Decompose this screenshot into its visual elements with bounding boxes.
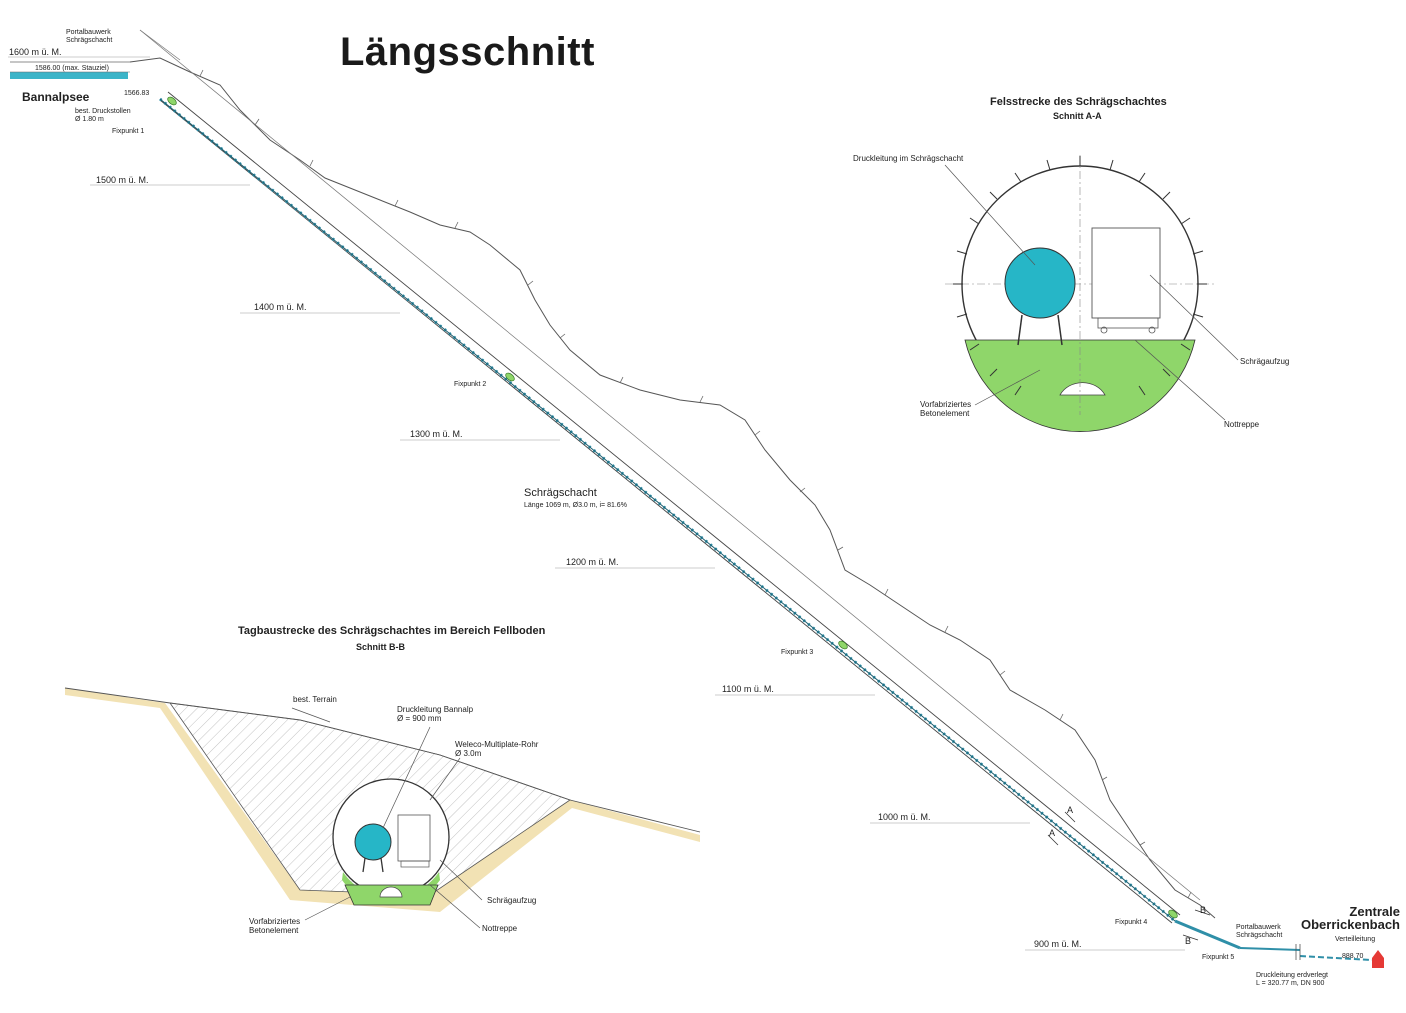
section-bb-pipe-label: Druckleitung Bannalp Ø = 900 mm — [397, 705, 473, 723]
section-mark-b-lower: B — [1185, 936, 1192, 946]
section-bb-tube-label: Weleco-Multiplate-Rohr Ø 3.0m — [455, 740, 538, 758]
plant-level-label: 888.70 — [1342, 953, 1364, 960]
portal-bottom-line1: Portalbauwerk — [1236, 924, 1281, 931]
section-mark-b-upper: B — [1200, 905, 1207, 915]
section-aa-element-line2: Betonelement — [920, 409, 970, 418]
elevation-1500: 1500 m ü. M. — [96, 175, 149, 185]
section-aa-lift-label: Schrägaufzug — [1240, 357, 1290, 366]
section-bb-terrain-label: best. Terrain — [293, 695, 337, 704]
section-mark-a-upper: A — [1067, 805, 1074, 815]
portal-top-line1: Portalbauwerk — [66, 29, 111, 36]
lake-point-label: 1566.83 — [124, 90, 150, 97]
page-title: Längsschnitt — [340, 30, 595, 74]
shaft-name: Schrägschacht — [524, 487, 597, 499]
fixpoint-2-label: Fixpunkt 2 — [454, 381, 487, 388]
plant-name: Zentrale Oberrickenbach — [1300, 905, 1400, 931]
section-aa-title: Felsstrecke des Schrägschachtes — [990, 96, 1167, 108]
existing-tunnel-line1: best. Druckstollen — [75, 108, 131, 115]
lake-level-label: 1586.00 (max. Stauziel) — [35, 65, 109, 72]
shaft-spec: Länge 1069 m, Ø3.0 m, i= 81.6% — [524, 502, 627, 509]
elevation-lines — [8, 56, 1185, 951]
fixpoint-3-label: Fixpunkt 3 — [781, 649, 814, 656]
section-aa-stairs-label: Nottreppe — [1224, 420, 1260, 429]
section-aa-drawing — [944, 155, 1239, 432]
section-bb-pipe-line1: Druckleitung Bannalp — [397, 705, 474, 714]
buried-pipe-line1: Druckleitung erdverlegt — [1256, 972, 1328, 979]
lake-bannalpsee — [10, 61, 130, 79]
section-bb-element-line2: Betonelement — [249, 926, 299, 935]
fixpoint-1-label: Fixpunkt 1 — [112, 128, 145, 135]
section-bb-tube-line2: Ø 3.0m — [455, 749, 482, 758]
buried-pipe-label: Druckleitung erdverlegt L = 320.77 m, DN… — [1256, 972, 1328, 988]
portal-top-label: Portalbauwerk Schrägschacht — [66, 29, 112, 45]
section-bb-subtitle: Schnitt B-B — [356, 642, 405, 652]
fixpoint-markers — [167, 96, 1178, 919]
terrain-ticks — [199, 69, 1192, 899]
section-bb-element-line1: Vorfabriziertes — [249, 917, 301, 926]
plant-sub-label: Verteilleitung — [1335, 936, 1376, 943]
shaft-walls — [159, 91, 1181, 924]
section-aa-pipe-label: Druckleitung im Schrägschacht — [853, 154, 964, 163]
section-marks — [1047, 811, 1211, 941]
lake-name: Bannalpsee — [22, 90, 90, 104]
buried-pipe — [1174, 919, 1373, 961]
section-aa-element-line1: Vorfabriziertes — [920, 400, 972, 409]
section-bb-pipe-line2: Ø = 900 mm — [397, 714, 442, 723]
section-bb-element-label: Vorfabriziertes Betonelement — [249, 917, 300, 935]
section-bb-drawing — [64, 687, 701, 929]
fixpoint-4-label: Fixpunkt 4 — [1115, 919, 1148, 926]
section-bb-lift-label: Schrägaufzug — [487, 896, 537, 905]
portal-top-line2: Schrägschacht — [66, 37, 113, 44]
section-bb-tube-line1: Weleco-Multiplate-Rohr — [455, 740, 539, 749]
portal-bottom-line2: Schrägschacht — [1236, 932, 1283, 939]
existing-tunnel-label: best. Druckstollen Ø 1.80 m — [75, 108, 131, 124]
section-bb-stairs-label: Nottreppe — [482, 924, 518, 933]
elevation-1300: 1300 m ü. M. — [410, 429, 463, 439]
section-aa-element-label: Vorfabriziertes Betonelement — [920, 400, 971, 418]
plant-marker — [1372, 950, 1384, 968]
existing-tunnel-line2: Ø 1.80 m — [75, 116, 104, 123]
elevation-1600: 1600 m ü. M. — [9, 47, 62, 57]
elevation-1400: 1400 m ü. M. — [254, 302, 307, 312]
section-aa-subtitle: Schnitt A-A — [1053, 111, 1102, 121]
plant-name-line2: Oberrickenbach — [1301, 917, 1400, 932]
section-mark-a-lower: A — [1049, 828, 1056, 838]
penstock-centerline — [159, 98, 1176, 922]
elevation-1100: 1100 m ü. M. — [722, 684, 774, 694]
terrain-profile — [129, 57, 1216, 919]
dimension-line — [139, 29, 1201, 901]
buried-pipe-line2: L = 320.77 m, DN 900 — [1256, 980, 1325, 987]
elevation-900: 900 m ü. M. — [1034, 939, 1082, 949]
fixpoint-5-label: Fixpunkt 5 — [1202, 954, 1235, 961]
elevation-1200: 1200 m ü. M. — [566, 557, 619, 567]
plant-name-line1: Zentrale — [1349, 904, 1400, 919]
section-bb-title: Tagbaustrecke des Schrägschachtes im Ber… — [238, 625, 546, 637]
portal-bottom-label: Portalbauwerk Schrägschacht — [1236, 924, 1282, 940]
elevation-1000: 1000 m ü. M. — [878, 812, 931, 822]
